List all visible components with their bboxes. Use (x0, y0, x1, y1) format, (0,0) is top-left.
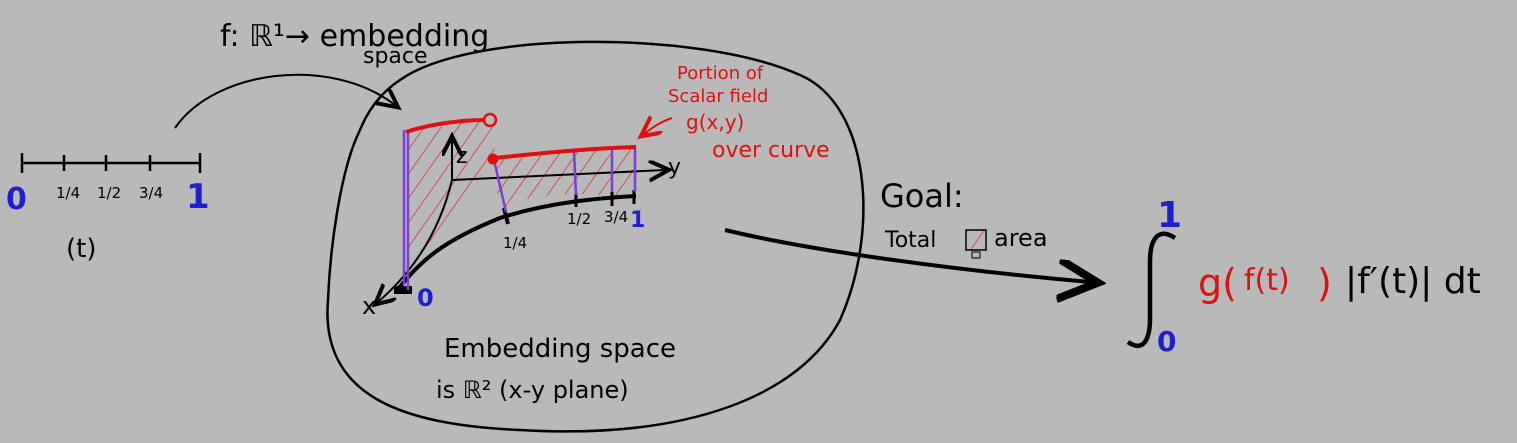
integral-upper-bound: 1 (1157, 195, 1183, 236)
embedding-space-boundary (326, 40, 865, 433)
scalar-field-top-2 (494, 145, 637, 160)
mapping-label-line2: space (363, 44, 428, 69)
goal-arrow (724, 228, 1090, 282)
scalar-field-area (408, 120, 636, 290)
height-lines (402, 130, 637, 290)
curve-label-half: 1/2 (567, 210, 592, 228)
axis-label-y: y (668, 155, 682, 180)
scalar-field-top-1 (405, 118, 485, 134)
integral-f-inner: f(t) (1244, 263, 1290, 298)
integral-sign (1126, 231, 1177, 349)
integral-rest: |f′(t)| dt (1345, 261, 1481, 302)
curve-in-plane (394, 194, 637, 294)
t-variable-label: (t) (66, 234, 97, 264)
coordinate-axes (378, 140, 665, 302)
integral-lower-bound: 0 (1157, 325, 1177, 358)
goal-title: Goal: (880, 177, 964, 215)
area-swatch-tab (971, 251, 981, 259)
y-axis (451, 170, 665, 180)
t-label-0: 0 (6, 182, 27, 217)
field-note-line2: Scalar field (668, 86, 769, 107)
t-label-1: 1 (186, 177, 210, 217)
curve-label-0: 0 (417, 284, 434, 312)
axis-label-z: z (456, 144, 468, 169)
curve-label-quarter: 1/4 (503, 234, 528, 252)
field-note-line1: Portion of (677, 63, 764, 84)
embedding-note-line1: Embedding space (444, 334, 677, 364)
goal-area-label: area (994, 224, 1048, 252)
closed-endpoint (487, 153, 499, 165)
goal-total-label: Total (885, 228, 937, 253)
t-label-three-quarter: 3/4 (139, 184, 164, 202)
curve-start-mark (394, 286, 412, 294)
t-label-half: 1/2 (97, 184, 122, 202)
field-note-line4: over curve (712, 138, 830, 163)
field-annotation-arrow (644, 118, 673, 134)
curve-label-three-quarter: 3/4 (604, 208, 629, 226)
open-endpoint (482, 112, 498, 128)
mapping-arrow (174, 73, 395, 129)
embedding-note-line2: is ℝ² (x-y plane) (436, 376, 629, 404)
curve-label-1: 1 (630, 208, 646, 233)
axis-label-x: x (362, 292, 377, 320)
t-number-line (20, 153, 202, 173)
integral-g-close: ) (1317, 261, 1332, 305)
x-axis (378, 179, 453, 302)
integral-g-open: g( (1198, 261, 1237, 305)
t-label-quarter: 1/4 (56, 184, 81, 202)
area-swatch (965, 229, 987, 251)
mapping-label-line1: f: ℝ¹→ embedding (220, 19, 490, 54)
field-note-line3: g(x,y) (686, 110, 745, 134)
